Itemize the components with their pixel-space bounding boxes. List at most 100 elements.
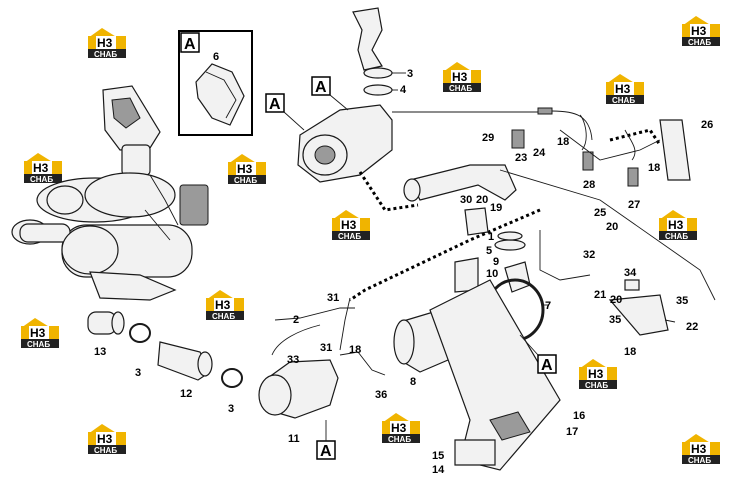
callout-35-right: 35 xyxy=(676,295,688,307)
svg-text:H3: H3 xyxy=(30,326,46,340)
callout-29: 29 xyxy=(482,132,494,144)
callout-4: 4 xyxy=(400,84,407,96)
main-muffler xyxy=(297,104,593,183)
callout-18-top: 18 xyxy=(557,136,569,148)
svg-text:CHAБ: CHAБ xyxy=(30,175,53,184)
callout-25: 25 xyxy=(594,207,606,219)
dpf-unit xyxy=(258,307,386,419)
callout-18-mid: 18 xyxy=(349,344,361,356)
svg-text:H3: H3 xyxy=(391,421,407,435)
callout-32: 32 xyxy=(583,249,595,261)
callout-36: 36 xyxy=(375,389,387,401)
callout-30: 30 xyxy=(460,194,472,206)
svg-text:H3: H3 xyxy=(615,82,631,96)
svg-text:H3: H3 xyxy=(668,218,684,232)
svg-text:CHAБ: CHAБ xyxy=(94,446,117,455)
callout-24: 24 xyxy=(533,147,546,159)
detail-view-box: A 6 xyxy=(178,30,253,136)
svg-text:H3: H3 xyxy=(341,218,357,232)
callout-6: 6 xyxy=(213,51,219,63)
callout-18-bottom: 18 xyxy=(624,346,636,358)
view-letter-right: A xyxy=(541,357,553,374)
callout-3-top: 3 xyxy=(407,68,413,80)
svg-text:CHAБ: CHAБ xyxy=(688,456,711,465)
callout-11: 11 xyxy=(288,433,300,445)
view-marker-a-bottom: A A xyxy=(316,334,557,460)
mounting-plate xyxy=(429,279,561,471)
svg-text:CHAБ: CHAБ xyxy=(449,84,472,93)
callout-12: 12 xyxy=(180,388,192,400)
svg-text:H3: H3 xyxy=(588,367,604,381)
callout-8: 8 xyxy=(410,376,416,388)
view-letter-bottom: A xyxy=(320,443,332,460)
callout-10: 10 xyxy=(486,268,498,280)
callout-19: 19 xyxy=(490,202,502,214)
callout-15: 15 xyxy=(432,450,444,462)
callout-9: 9 xyxy=(493,256,499,268)
callout-20-mid: 20 xyxy=(606,221,618,233)
sensor-brackets xyxy=(511,114,691,336)
inlet-pipes xyxy=(87,311,243,388)
callout-13: 13 xyxy=(94,346,106,358)
svg-text:H3: H3 xyxy=(691,24,707,38)
svg-text:CHAБ: CHAБ xyxy=(585,381,608,390)
clamp-bracket-detail xyxy=(195,63,245,126)
clamp-and-flange xyxy=(454,231,531,293)
callout-17: 17 xyxy=(566,426,578,438)
detail-view-label: A xyxy=(184,36,196,53)
callout-34: 34 xyxy=(624,267,637,279)
svg-text:CHAБ: CHAБ xyxy=(612,96,635,105)
svg-text:CHAБ: CHAБ xyxy=(388,435,411,444)
svg-text:CHAБ: CHAБ xyxy=(338,232,361,241)
small-bracket-30 xyxy=(464,207,489,236)
elbow-pipe xyxy=(358,164,517,212)
callout-7: 7 xyxy=(545,300,551,312)
engine-exhaust-assembly xyxy=(11,85,209,301)
svg-text:CHAБ: CHAБ xyxy=(665,232,688,241)
callout-31-left: 31 xyxy=(327,292,339,304)
callout-1: 1 xyxy=(488,231,494,243)
wire-harness xyxy=(339,128,716,351)
svg-text:H3: H3 xyxy=(237,162,253,176)
callout-5: 5 xyxy=(486,245,492,257)
callout-16: 16 xyxy=(573,410,585,422)
svg-text:CHAБ: CHAБ xyxy=(94,50,117,59)
svg-text:H3: H3 xyxy=(452,70,468,84)
svg-text:CHAБ: CHAБ xyxy=(212,312,235,321)
callout-3-bottom: 3 xyxy=(228,403,234,415)
view-letter-top: A xyxy=(315,79,327,96)
svg-text:H3: H3 xyxy=(97,36,113,50)
callout-labels: 1 2 3 3 5 7 8 9 10 11 12 13 14 15 16 17 … xyxy=(94,119,713,476)
svg-text:CHAБ: CHAБ xyxy=(27,340,50,349)
callout-28: 28 xyxy=(583,179,595,191)
svg-text:CHAБ: CHAБ xyxy=(688,38,711,47)
callout-21: 21 xyxy=(594,289,606,301)
svg-text:H3: H3 xyxy=(33,161,49,175)
callout-26: 26 xyxy=(701,119,713,131)
callout-14: 14 xyxy=(432,464,445,476)
view-letter-left: A xyxy=(269,96,281,113)
svg-text:H3: H3 xyxy=(215,298,231,312)
svg-text:H3: H3 xyxy=(97,432,113,446)
callout-20-top: 20 xyxy=(476,194,488,206)
callout-27: 27 xyxy=(628,199,640,211)
svg-text:CHAБ: CHAБ xyxy=(234,176,257,185)
callout-3-left: 3 xyxy=(135,367,141,379)
callout-2: 2 xyxy=(293,314,299,326)
exhaust-stack: 3 4 xyxy=(352,7,413,96)
